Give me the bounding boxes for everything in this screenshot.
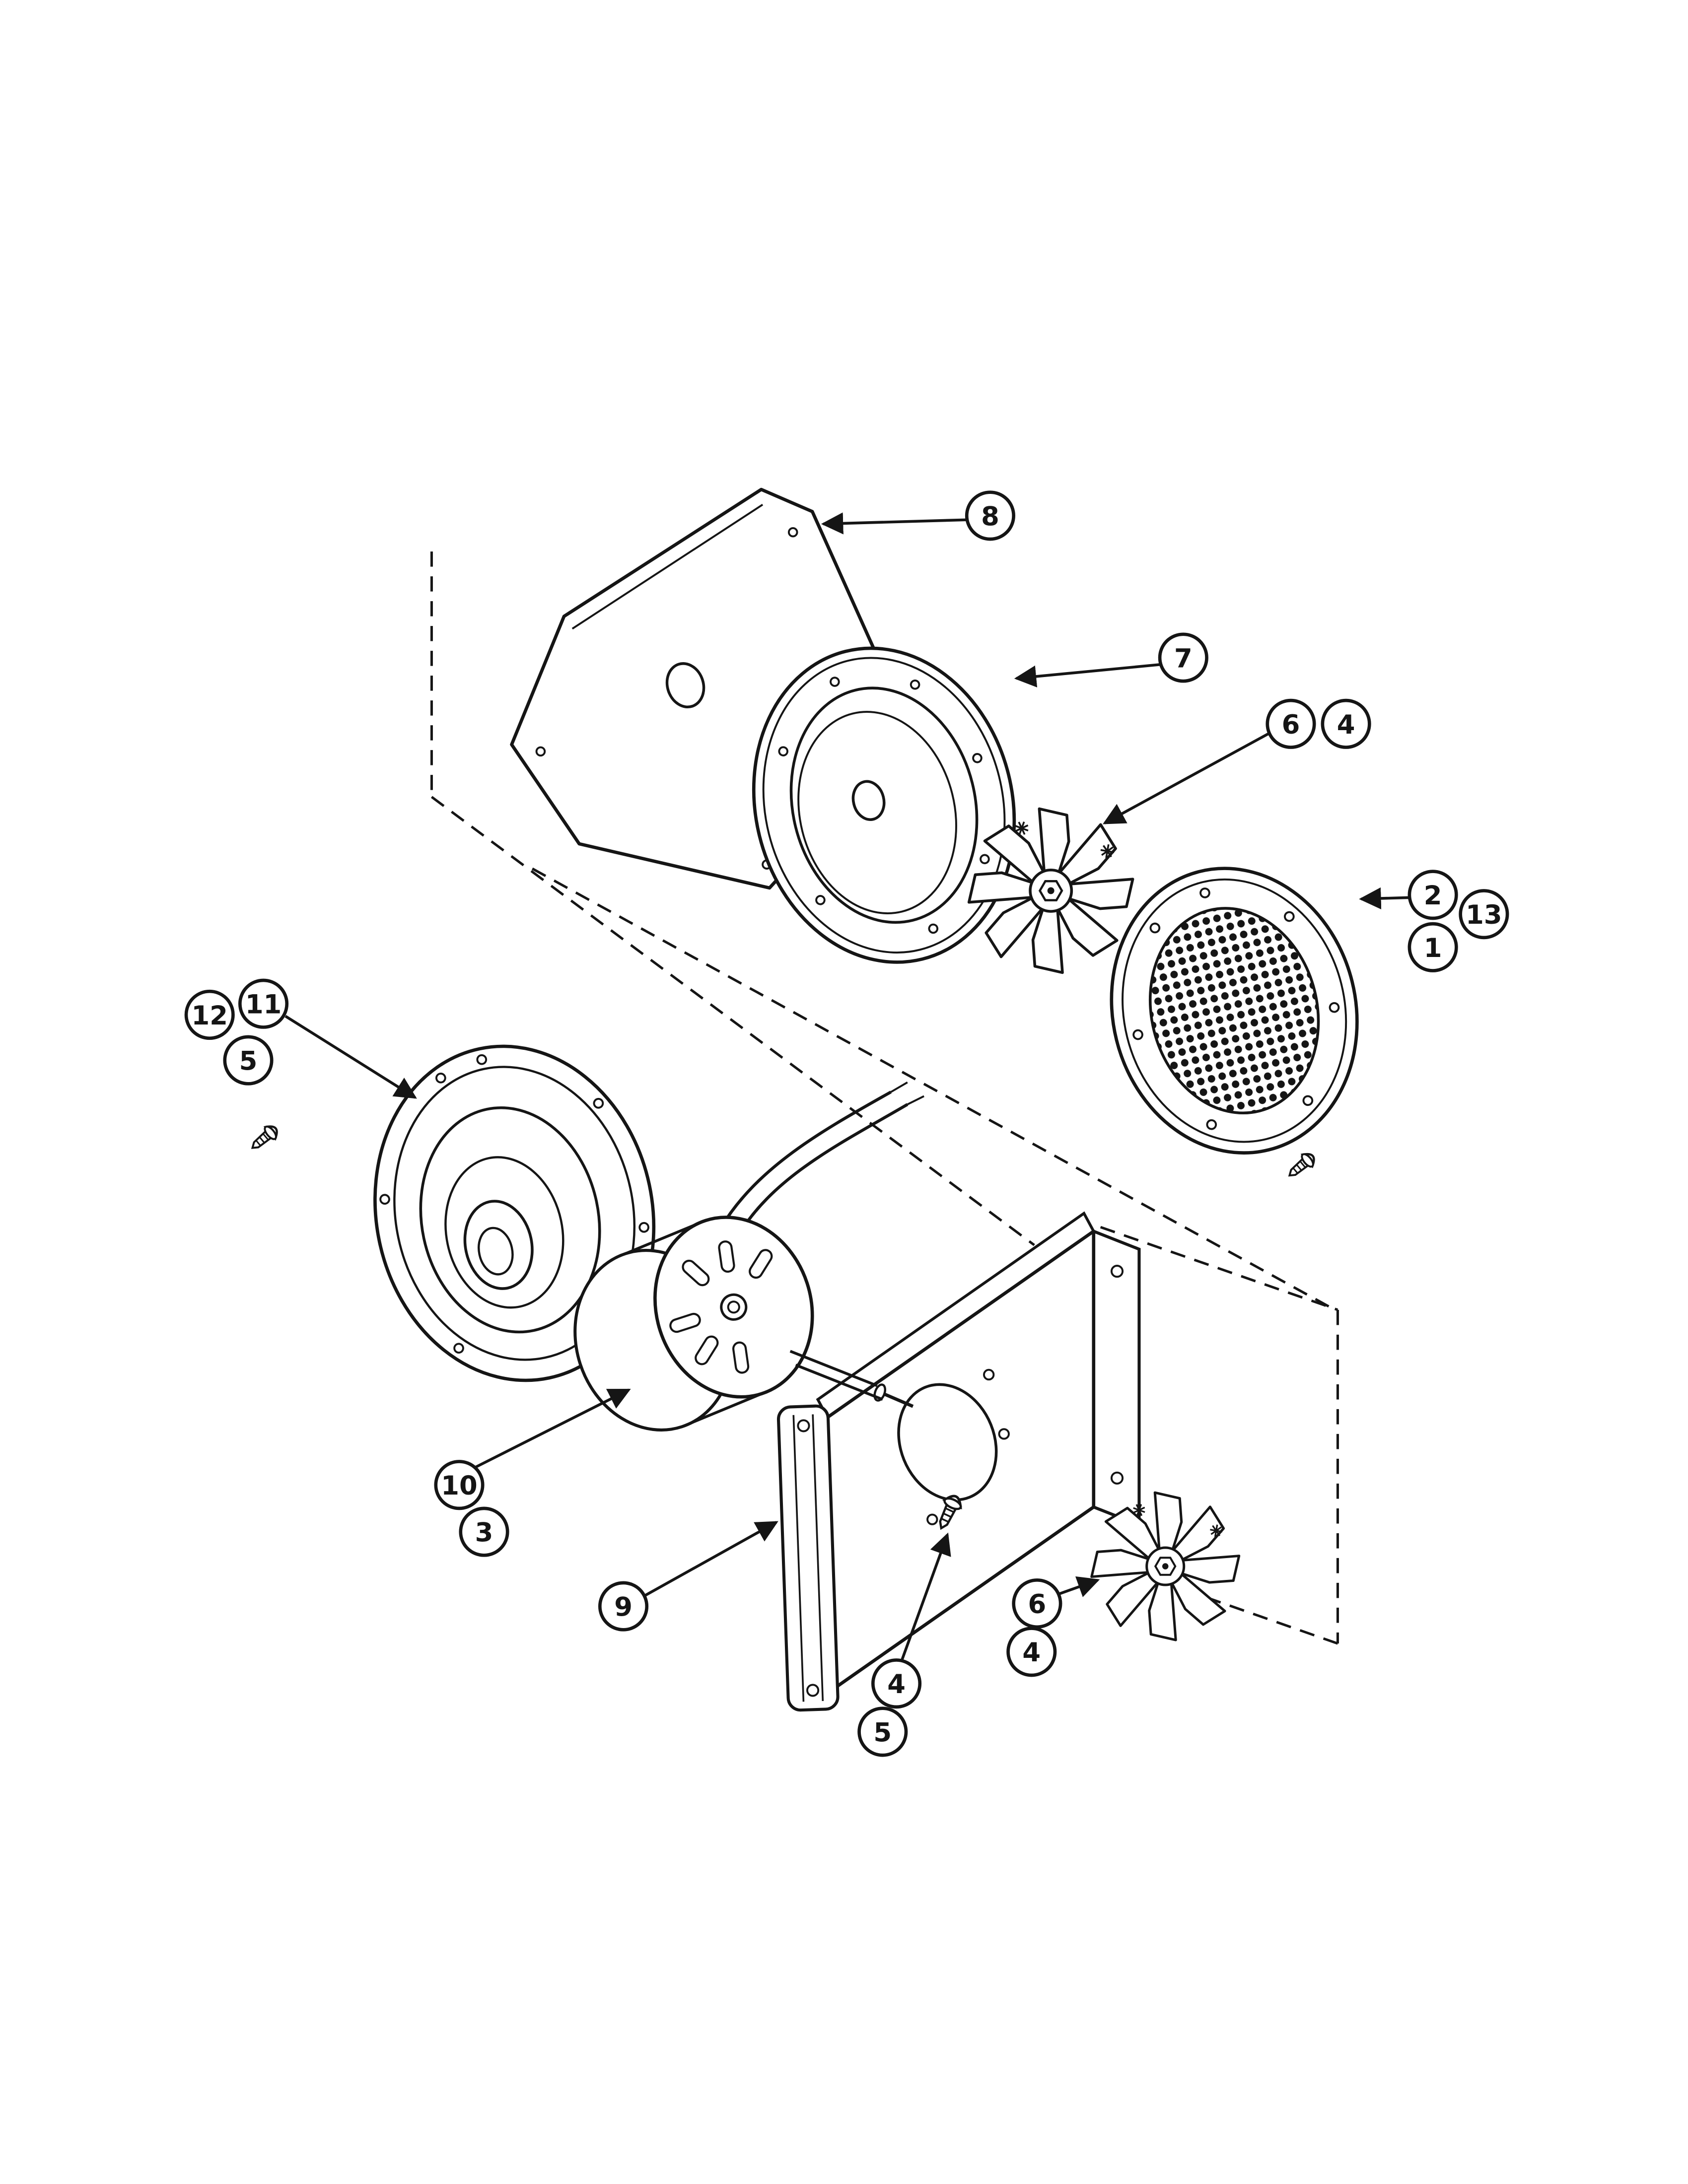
- callout-4-lower-label: 4: [1022, 1638, 1041, 1668]
- blower-housing-ring: [752, 646, 1016, 964]
- callout-13: 13: [1459, 889, 1509, 940]
- callout-7-label: 7: [1174, 643, 1193, 674]
- callout-5-mid-label: 5: [873, 1717, 892, 1748]
- callout-10: 10: [434, 1460, 485, 1510]
- callout-7: 7: [1158, 632, 1208, 683]
- callout-10-label: 10: [441, 1471, 477, 1501]
- callout-6-upper: 6: [1266, 698, 1316, 749]
- mesh-screen-grille: [1110, 867, 1359, 1155]
- leader-arrow-2: [1359, 887, 1409, 910]
- callout-1: 1: [1407, 922, 1458, 972]
- motor-shaft: [789, 1350, 914, 1408]
- callout-11: 11: [238, 978, 289, 1029]
- projection-lines: [430, 551, 1339, 1645]
- callout-11-label: 11: [245, 990, 281, 1020]
- callout-3-label: 3: [475, 1518, 493, 1548]
- callout-2-label: 2: [1424, 881, 1442, 911]
- callout-6-lower: 6: [1012, 1578, 1062, 1629]
- callout-4-upper: 4: [1321, 698, 1371, 749]
- leader-arrow-8: [821, 512, 967, 535]
- callout-1-label: 1: [1424, 933, 1442, 963]
- callout-5-mid: 5: [857, 1706, 908, 1757]
- screw-right: [1285, 1150, 1318, 1181]
- callout-8: 8: [965, 490, 1015, 541]
- callout-9: 9: [598, 1581, 649, 1632]
- leader-arrow-6-upper: [1103, 732, 1269, 824]
- callout-12: 12: [184, 989, 235, 1040]
- leader-arrow-10: [475, 1388, 631, 1469]
- callout-5-left-label: 5: [239, 1046, 258, 1077]
- leader-arrow-11: [284, 1015, 417, 1099]
- leader-arrow-9: [644, 1521, 778, 1597]
- callout-8-label: 8: [981, 501, 999, 532]
- callout-3: 3: [459, 1506, 509, 1557]
- callout-4-upper-label: 4: [1337, 710, 1355, 740]
- callout-4-mid: 4: [871, 1658, 922, 1709]
- bracket-channel: [776, 1404, 840, 1712]
- leader-arrow-6-lower: [1058, 1576, 1100, 1597]
- callout-6-lower-label: 6: [1028, 1589, 1047, 1620]
- callout-4-mid-label: 4: [887, 1669, 906, 1700]
- callout-12-label: 12: [192, 1001, 228, 1031]
- leader-arrow-4-mid: [901, 1532, 951, 1661]
- leader-arrows: [284, 512, 1409, 1661]
- callout-9-label: 9: [614, 1592, 633, 1623]
- callout-6-upper-label: 6: [1282, 710, 1300, 740]
- callouts: 8 7 6 4 2 13 1 12 11 5 10: [184, 490, 1509, 1757]
- callout-4-lower: 4: [1006, 1627, 1057, 1677]
- screw-left: [248, 1123, 281, 1154]
- fan-motor: [573, 1216, 914, 1432]
- fan-mounting-bracket: [776, 1211, 1141, 1712]
- leader-arrow-7: [1014, 663, 1160, 687]
- callout-5-left: 5: [223, 1035, 274, 1086]
- motor-lead-wires: [720, 1081, 924, 1235]
- callout-2: 2: [1407, 870, 1458, 920]
- callout-13-label: 13: [1466, 900, 1502, 930]
